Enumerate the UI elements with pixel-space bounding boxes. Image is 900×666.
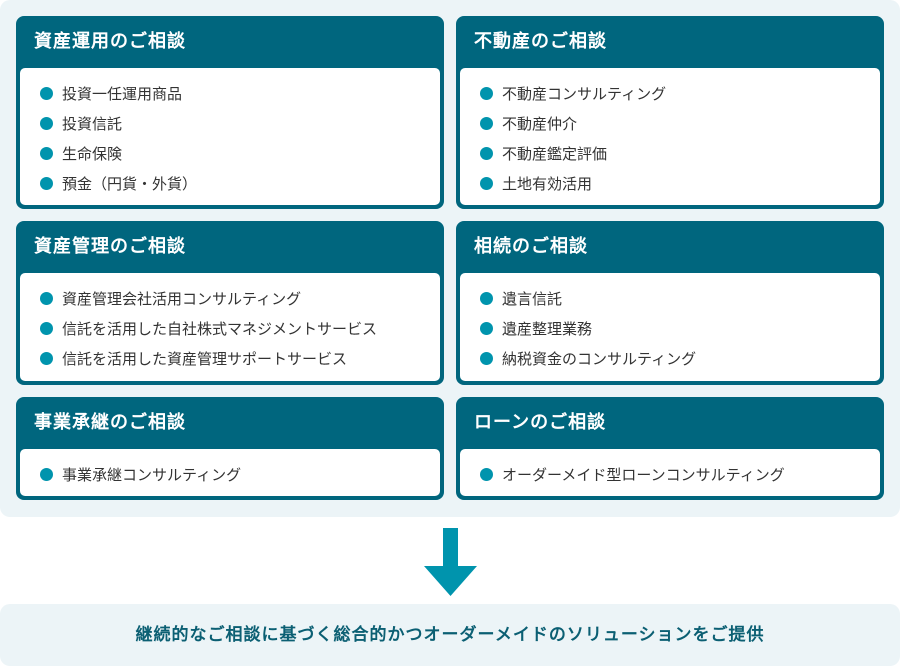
card-loan: ローンのご相談 オーダーメイド型ローンコンサルティング xyxy=(456,397,884,500)
bullet-dot-icon xyxy=(40,87,53,100)
card-title: 不動産のご相談 xyxy=(474,31,607,52)
card-body: 事業承継コンサルティング xyxy=(20,449,440,496)
list-item: 納税資金のコンサルティング xyxy=(480,344,880,374)
card-business-succession: 事業承継のご相談 事業承継コンサルティング xyxy=(16,397,444,500)
summary-banner: 継続的なご相談に基づく総合的かつオーダーメイドのソリューションをご提供 xyxy=(0,604,900,666)
item-label: 遺言信託 xyxy=(502,290,563,308)
card-body: 不動産コンサルティング 不動産仲介 不動産鑑定評価 土地有効活用 xyxy=(460,68,880,205)
item-label: 不動産鑑定評価 xyxy=(502,145,608,163)
card-body: 遺言信託 遺産整理業務 納税資金のコンサルティング xyxy=(460,273,880,381)
card-asset-administration: 資産管理のご相談 資産管理会社活用コンサルティング 信託を活用した自社株式マネジ… xyxy=(16,221,444,385)
list-item: 不動産鑑定評価 xyxy=(480,139,880,169)
bullet-dot-icon xyxy=(480,177,493,190)
bullet-dot-icon xyxy=(40,177,53,190)
item-label: 不動産仲介 xyxy=(502,115,578,133)
list-item: 信託を活用した資産管理サポートサービス xyxy=(40,344,440,374)
list-item: 信託を活用した自社株式マネジメントサービス xyxy=(40,314,440,344)
list-item: オーダーメイド型ローンコンサルティング xyxy=(480,460,880,490)
bullet-dot-icon xyxy=(480,468,493,481)
list-item: 資産管理会社活用コンサルティング xyxy=(40,284,440,314)
item-label: 生命保険 xyxy=(62,145,123,163)
list-item: 預金（円貨・外貨） xyxy=(40,169,440,199)
bullet-dot-icon xyxy=(480,292,493,305)
bullet-dot-icon xyxy=(40,147,53,160)
card-inheritance: 相続のご相談 遺言信託 遺産整理業務 納税資金のコンサルティング xyxy=(456,221,884,385)
card-body: 投資一任運用商品 投資信託 生命保険 預金（円貨・外貨） xyxy=(20,68,440,205)
card-title: 相続のご相談 xyxy=(474,236,588,257)
list-item: 土地有効活用 xyxy=(480,169,880,199)
bullet-dot-icon xyxy=(40,468,53,481)
card-title: 資産運用のご相談 xyxy=(34,31,186,52)
item-label: 信託を活用した自社株式マネジメントサービス xyxy=(62,320,378,338)
list-item: 事業承継コンサルティング xyxy=(40,460,440,490)
item-label: 遺産整理業務 xyxy=(502,320,593,338)
list-item: 遺産整理業務 xyxy=(480,314,880,344)
card-title: 資産管理のご相談 xyxy=(34,236,186,257)
item-label: 投資一任運用商品 xyxy=(62,85,183,103)
item-label: 土地有効活用 xyxy=(502,175,593,193)
item-label: 不動産コンサルティング xyxy=(502,85,667,103)
item-label: 資産管理会社活用コンサルティング xyxy=(62,290,302,308)
item-label: 投資信託 xyxy=(62,115,123,133)
card-asset-management: 資産運用のご相談 投資一任運用商品 投資信託 生命保険 預金（円貨・外貨） xyxy=(16,16,444,209)
bullet-dot-icon xyxy=(480,147,493,160)
list-item: 不動産仲介 xyxy=(480,109,880,139)
item-label: 納税資金のコンサルティング xyxy=(502,350,697,368)
bullet-dot-icon xyxy=(480,352,493,365)
bullet-dot-icon xyxy=(40,292,53,305)
list-item: 投資一任運用商品 xyxy=(40,79,440,109)
list-item: 不動産コンサルティング xyxy=(480,79,880,109)
bullet-dot-icon xyxy=(480,322,493,335)
down-arrow-icon xyxy=(424,528,477,596)
card-real-estate: 不動産のご相談 不動産コンサルティング 不動産仲介 不動産鑑定評価 土地有効活用 xyxy=(456,16,884,209)
consultation-panel: 資産運用のご相談 投資一任運用商品 投資信託 生命保険 預金（円貨・外貨） 不動… xyxy=(0,0,900,517)
card-title: 事業承継のご相談 xyxy=(34,412,186,433)
bullet-dot-icon xyxy=(480,117,493,130)
card-body: オーダーメイド型ローンコンサルティング xyxy=(460,449,880,496)
item-label: 事業承継コンサルティング xyxy=(62,466,242,484)
item-label: オーダーメイド型ローンコンサルティング xyxy=(502,466,785,484)
list-item: 生命保険 xyxy=(40,139,440,169)
bullet-dot-icon xyxy=(40,352,53,365)
list-item: 投資信託 xyxy=(40,109,440,139)
card-title: ローンのご相談 xyxy=(474,412,607,433)
item-label: 信託を活用した資産管理サポートサービス xyxy=(62,350,348,368)
bullet-dot-icon xyxy=(40,117,53,130)
list-item: 遺言信託 xyxy=(480,284,880,314)
bullet-dot-icon xyxy=(40,322,53,335)
item-label: 預金（円貨・外貨） xyxy=(62,175,198,193)
bullet-dot-icon xyxy=(480,87,493,100)
card-body: 資産管理会社活用コンサルティング 信託を活用した自社株式マネジメントサービス 信… xyxy=(20,273,440,381)
